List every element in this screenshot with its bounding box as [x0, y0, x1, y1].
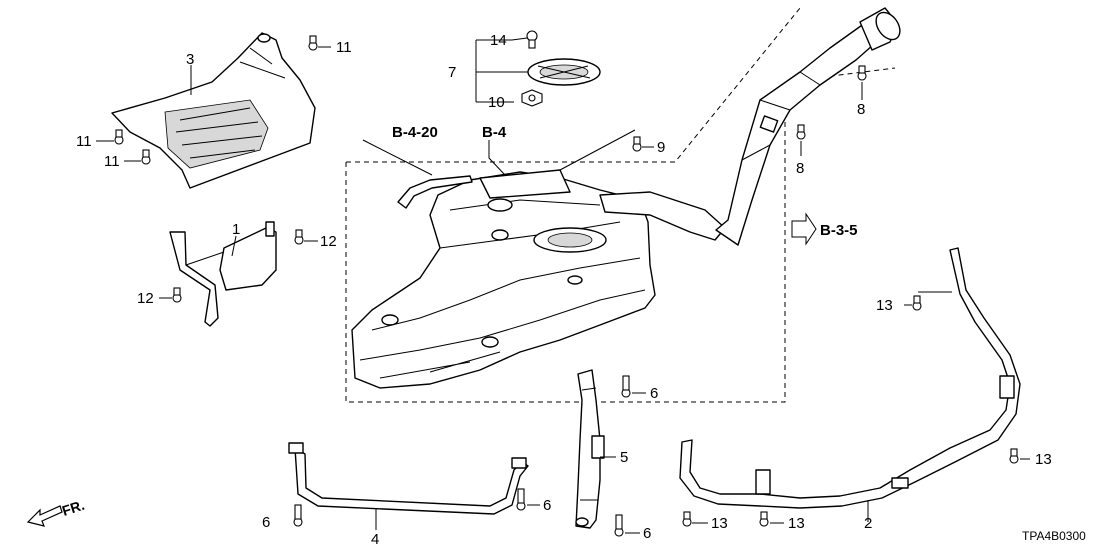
bolt-14 [526, 30, 538, 49]
callout-1: 1 [232, 221, 240, 238]
fuel-tank [351, 169, 726, 389]
front-label: FR. [60, 497, 86, 519]
bolt-6-left [293, 504, 303, 527]
callout-13-right: 13 [1035, 451, 1052, 468]
ref-b-4[interactable]: B-4 [482, 124, 507, 141]
bolt-8-lower [796, 124, 806, 140]
bolt-12-right [294, 229, 304, 245]
callout-7: 7 [448, 64, 456, 81]
callout-10: 10 [488, 94, 505, 111]
front-direction-indicator: FR. [26, 497, 86, 527]
bolt-11-left-b [141, 149, 151, 165]
ref-b-4-20[interactable]: B-4-20 [392, 124, 438, 141]
callout-11-top: 11 [336, 39, 352, 56]
callout-9: 9 [657, 139, 665, 156]
fuel-line-pipe [679, 247, 1021, 509]
callout-13-bottom-a: 13 [711, 515, 728, 532]
diagram-code: TPA4B0300 [1022, 529, 1086, 543]
callout-13-upper: 13 [876, 297, 893, 314]
callout-6-left: 6 [262, 514, 270, 531]
heat-shield [111, 32, 316, 189]
bolt-6-center [621, 375, 631, 398]
bolt-13-bottom-a [682, 511, 692, 527]
bolt-13-bottom-b [759, 511, 769, 527]
callout-14: 14 [490, 32, 507, 49]
bolt-9 [632, 136, 642, 152]
bolt-8-upper [857, 65, 867, 81]
bolt-6-bottom [614, 514, 624, 537]
callout-8-lower: 8 [796, 160, 804, 177]
callout-3: 3 [186, 51, 194, 68]
tank-strap-front [288, 442, 529, 515]
callout-11-left-a: 11 [76, 133, 92, 150]
bolt-11-left-a [114, 129, 124, 145]
front-arrow-icon [26, 505, 63, 527]
callout-12-left: 12 [137, 290, 154, 307]
fuel-pump-ring-set [521, 30, 601, 107]
callout-2: 2 [864, 515, 872, 532]
bracket [169, 221, 277, 327]
bolt-13-upper [912, 295, 922, 311]
bolt-13-right [1009, 448, 1019, 464]
ref-b-3-5[interactable]: B-3-5 [820, 222, 858, 239]
callout-5: 5 [620, 449, 628, 466]
fuel-filler-pipe [715, 7, 901, 246]
leader-lines [96, 37, 1030, 534]
callout-13-bottom-b: 13 [788, 515, 805, 532]
bolts [114, 35, 1019, 537]
callout-6-band: 6 [543, 497, 551, 514]
callout-4: 4 [371, 531, 379, 548]
ref-arrow-icon [791, 212, 817, 246]
nut-10 [521, 89, 543, 107]
callout-12-right: 12 [320, 233, 337, 250]
bolt-6-band [516, 488, 526, 511]
callout-6-center: 6 [650, 385, 658, 402]
callout-6-bottom: 6 [643, 525, 651, 542]
reference-labels: B-4-20 B-4 B-3-5 [392, 124, 858, 246]
callout-8-upper: 8 [857, 101, 865, 118]
callout-labels: 11 3 11 11 1 12 12 14 7 10 9 8 8 6 5 6 4… [76, 32, 1052, 548]
callout-11-left-b: 11 [104, 153, 120, 170]
tank-strap-rear [575, 369, 605, 529]
bolt-11-top [308, 35, 318, 51]
bolt-12-left [172, 287, 182, 303]
